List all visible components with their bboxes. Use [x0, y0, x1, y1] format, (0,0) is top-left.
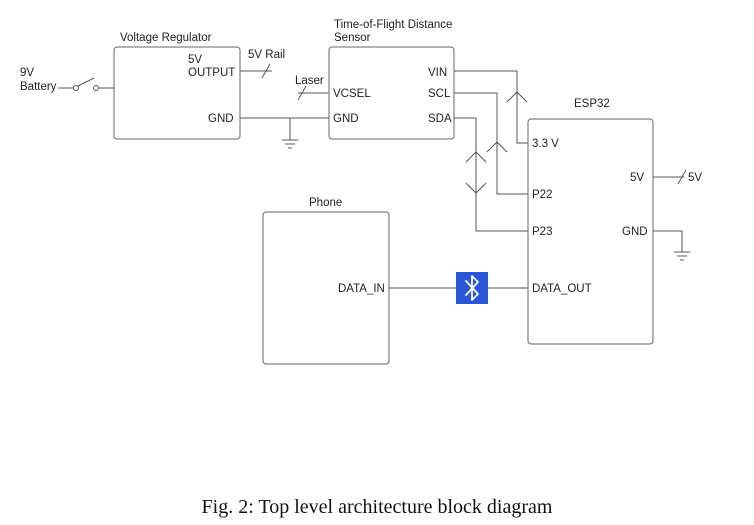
5v-rail-wire [240, 63, 272, 79]
voltage-regulator-title: Voltage Regulator [120, 32, 212, 44]
esp32-pin-5v: 5V [630, 172, 644, 184]
esp32-pin-gnd: GND [622, 226, 648, 238]
phone-pin-data-in: DATA_IN [338, 283, 385, 295]
esp32-5v-out-label: 5V [688, 172, 702, 184]
tof-pin-sda: SDA [428, 113, 452, 125]
esp32-pin-3v3: 3.3 V [532, 138, 559, 150]
tof-title-line1: Time-of-Flight Distance [334, 19, 452, 31]
esp32-ground-symbol [674, 251, 690, 261]
tof-pin-vin: VIN [428, 67, 447, 79]
bluetooth-icon [456, 272, 488, 304]
regulator-5v-label: 5V [188, 54, 202, 66]
voltage-regulator-block [113, 46, 241, 140]
regulator-output-label: OUTPUT [188, 67, 235, 79]
tof-title-line2: Sensor [334, 32, 371, 44]
tof-pin-gnd: GND [333, 113, 359, 125]
tof-pin-scl: SCL [428, 88, 451, 100]
battery-label-line2: Battery [20, 81, 57, 93]
sda-wire [454, 117, 528, 232]
laser-label: Laser [295, 75, 324, 87]
esp32-5v-wire [653, 169, 687, 185]
esp32-pin-data-out: DATA_OUT [532, 283, 592, 295]
regulator-gnd-label: GND [208, 113, 234, 125]
gnd-wire [240, 117, 329, 140]
ground-symbol [282, 139, 298, 149]
esp32-title: ESP32 [574, 98, 610, 110]
rail-label: 5V Rail [248, 49, 285, 61]
esp32-gnd-wire [653, 230, 683, 252]
laser-wire [297, 85, 329, 101]
battery-switch [58, 77, 114, 91]
scl-wire [454, 92, 528, 195]
phone-title: Phone [309, 197, 342, 209]
tof-pin-vcsel: VCSEL [333, 88, 371, 100]
esp32-pin-p22: P22 [532, 189, 552, 201]
vin-wire [454, 70, 528, 144]
esp32-pin-p23: P23 [532, 226, 552, 238]
battery-label-line1: 9V [20, 67, 34, 79]
figure-caption: Fig. 2: Top level architecture block dia… [201, 496, 553, 518]
